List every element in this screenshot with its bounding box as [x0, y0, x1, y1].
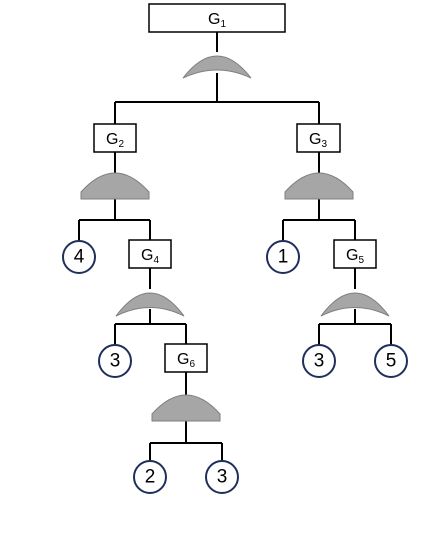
and-gate-g3-icon	[284, 172, 354, 200]
or-gate-g1-icon	[182, 55, 252, 79]
gate-box-g5: G5	[333, 239, 377, 269]
svg-text:G5: G5	[346, 247, 364, 266]
connector-lines	[78, 32, 392, 461]
basic-event-2: 2	[133, 460, 167, 494]
basic-event-3-a: 3	[98, 344, 132, 378]
svg-text:G4: G4	[141, 247, 159, 266]
and-gate-g6-icon	[151, 394, 221, 422]
gate-box-g6: G6	[164, 343, 208, 373]
svg-text:4: 4	[74, 247, 85, 268]
svg-text:1: 1	[278, 247, 289, 268]
basic-event-4: 4	[62, 240, 96, 274]
svg-text:G6: G6	[177, 351, 195, 370]
svg-text:G1: G1	[208, 11, 226, 30]
svg-text:G2: G2	[106, 131, 124, 150]
svg-text:5: 5	[386, 351, 397, 372]
basic-event-3-c: 3	[205, 460, 239, 494]
gate-box-g3: G3	[296, 123, 341, 153]
or-gate-g5-icon	[320, 292, 390, 317]
basic-event-5: 5	[374, 344, 408, 378]
basic-event-3-b: 3	[302, 344, 336, 378]
and-gate-g2-icon	[80, 172, 150, 200]
gate-box-g2: G2	[93, 123, 137, 153]
svg-text:3: 3	[217, 467, 228, 488]
svg-text:2: 2	[145, 467, 156, 488]
or-gate-g4-icon	[115, 292, 185, 317]
gate-box-g4: G4	[128, 239, 172, 269]
gate-box-g1: G1	[148, 3, 286, 33]
svg-text:3: 3	[314, 351, 325, 372]
basic-event-1: 1	[266, 240, 300, 274]
svg-text:G3: G3	[309, 131, 327, 150]
svg-text:3: 3	[110, 351, 121, 372]
